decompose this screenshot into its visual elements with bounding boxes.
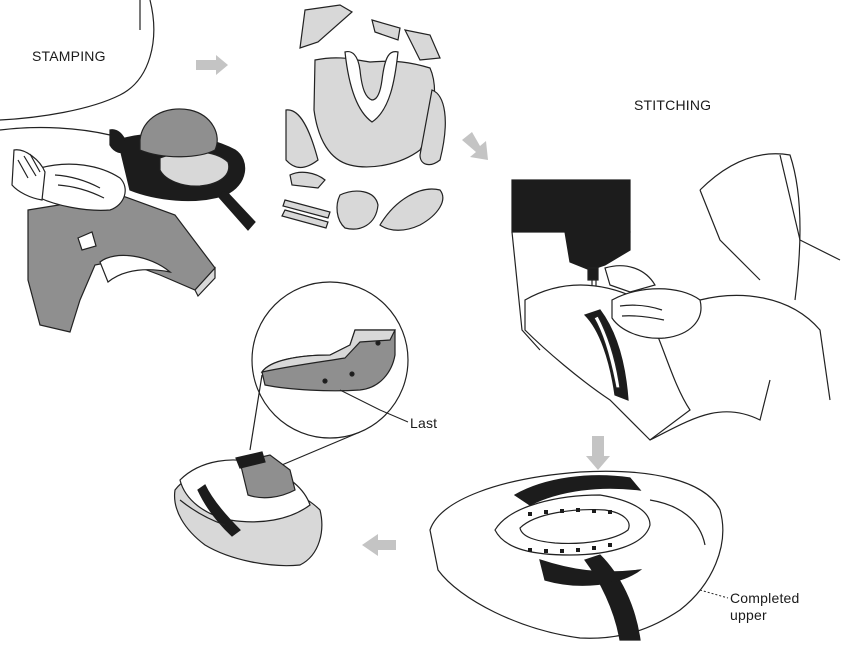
pattern-piece-top-center — [371, 19, 401, 41]
leather-cutout-notch — [77, 231, 97, 251]
pattern-piece-heel — [336, 190, 379, 230]
last-label: Last — [410, 415, 438, 431]
stamping-scene — [0, 0, 256, 333]
completed-upper-label-line1: Completed — [730, 590, 800, 606]
sewing-machine-head — [511, 179, 631, 233]
arrow-icon-stitching-to-upper — [586, 436, 610, 470]
stamping-label: STAMPING — [32, 48, 106, 64]
stitching-label: STITCHING — [634, 97, 712, 113]
cutting-die-handle — [217, 189, 256, 231]
leather-cutout-hole — [99, 254, 173, 283]
stitching-worker-sleeve — [699, 153, 831, 401]
pattern-piece-counter — [379, 188, 444, 231]
completed-upper-label-line2: upper — [730, 607, 767, 623]
stitching-upper-stripe-inner — [593, 315, 621, 389]
completed-upper-leader-line — [699, 589, 729, 599]
stitching-hand — [611, 288, 702, 339]
pattern-piece-top-left — [299, 4, 354, 49]
stamping-worker-sleeve — [0, 0, 155, 121]
stitching-upper-hand — [604, 265, 656, 293]
lasted-shoe-stripe — [197, 484, 241, 537]
lasted-shoe-last-block — [235, 451, 266, 469]
pattern-piece-strip-a — [282, 199, 331, 219]
lasted-shoe-last-insert — [239, 454, 296, 499]
pattern-piece-top-right — [403, 29, 441, 61]
last-top — [260, 329, 396, 373]
completed-upper-toe-line — [649, 499, 706, 546]
cut-pattern-pieces — [281, 4, 446, 231]
last-hole-c — [375, 340, 381, 346]
stitching-scene — [511, 153, 841, 441]
stitching-worker-body — [699, 154, 841, 281]
stamping-tool — [109, 129, 127, 154]
stitching-fabric — [649, 379, 771, 441]
magnifier-connector-a — [249, 374, 263, 451]
completed-upper-collar-inner — [519, 509, 630, 545]
lasted-shoe-toe-line — [179, 499, 226, 526]
last-hole-b — [349, 371, 355, 377]
completed-upper-eyelets — [528, 508, 612, 553]
last-hole-a — [322, 378, 328, 384]
pattern-piece-tongue-cutout — [344, 50, 399, 123]
stitching-hand-fingers — [619, 304, 665, 321]
sewing-machine-arm — [564, 231, 631, 271]
lasting-scene — [173, 281, 409, 567]
arrow-icon-pieces-to-stitching — [462, 132, 488, 160]
magnifier-connector-b — [269, 431, 361, 471]
last-leader-line — [339, 389, 409, 423]
stamping-worker-arm — [0, 126, 111, 136]
arrow-icon-stamping-to-pieces — [196, 55, 228, 75]
arrow-icon-upper-to-last — [362, 534, 396, 556]
completed-upper — [429, 470, 729, 641]
completed-upper-stripe-swoosh — [539, 559, 643, 586]
stamping-cuff — [11, 149, 46, 201]
stamping-hand-fingers — [54, 174, 105, 199]
stamping-hand — [39, 163, 126, 211]
pattern-piece-strip-b — [281, 209, 329, 229]
press-head — [139, 108, 218, 158]
pattern-piece-bottom-left — [289, 171, 326, 189]
completed-upper-stripe-top — [513, 475, 642, 506]
sewing-machine-body — [511, 231, 541, 351]
pattern-piece-right-side — [419, 89, 446, 166]
stamping-cuff-lines — [17, 153, 41, 179]
sewing-machine-needle-bar — [587, 267, 599, 281]
pattern-piece-left-side — [285, 109, 319, 169]
leather-sheet-edge — [194, 266, 216, 298]
flow-arrows — [196, 55, 610, 556]
